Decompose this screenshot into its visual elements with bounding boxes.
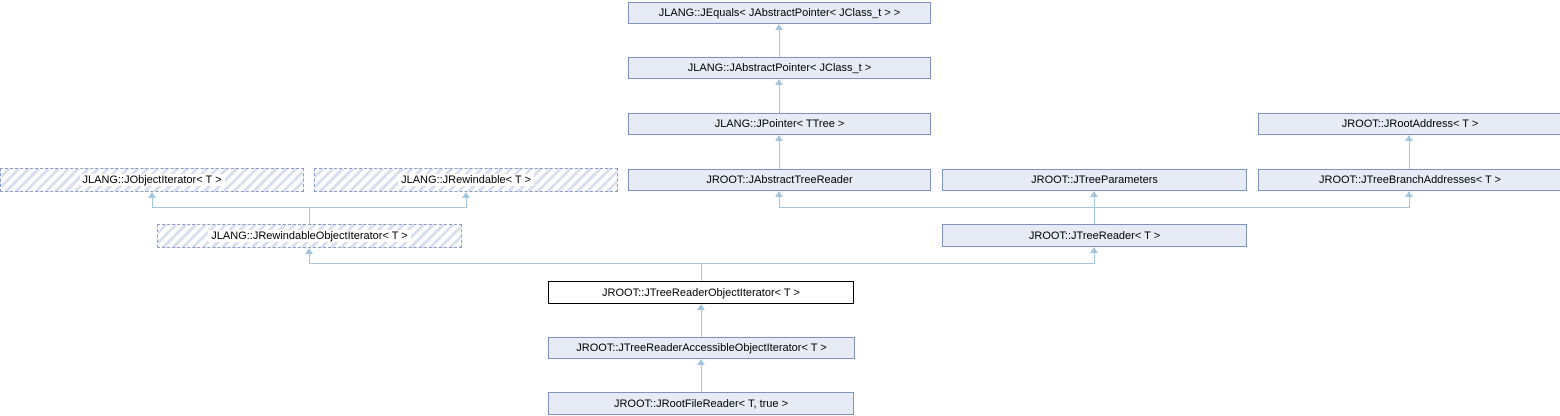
node-label: JLANG::JRewindableObjectIterator< T > <box>208 230 411 242</box>
inheritance-arrowhead <box>462 192 470 198</box>
inheritance-edge <box>779 196 780 207</box>
node-jlang-jpointer[interactable]: JLANG::JPointer< TTree > <box>628 113 931 135</box>
node-jlang-jrewindable[interactable]: JLANG::JRewindable< T > <box>314 168 618 192</box>
inheritance-arrowhead <box>148 192 156 198</box>
node-label: JROOT::JTreeParameters <box>1031 174 1158 186</box>
inheritance-edge <box>152 197 153 207</box>
inheritance-arrowhead <box>1090 191 1098 197</box>
inheritance-arrowhead <box>775 191 783 197</box>
inheritance-arrowhead <box>1405 191 1413 197</box>
node-label: JROOT::JRootAddress< T > <box>1341 118 1479 130</box>
node-label: JROOT::JRootFileReader< T, true > <box>613 397 789 410</box>
node-label: JROOT::JTreeReaderObjectIterator< T > <box>602 286 800 299</box>
inheritance-edge <box>779 29 780 57</box>
node-jroot-jtreereaderaccessibleobjectiterator[interactable]: JROOT::JTreeReaderAccessibleObjectIterat… <box>548 337 855 359</box>
node-jroot-jrootfilereader[interactable]: JROOT::JRootFileReader< T, true > <box>548 392 854 415</box>
inheritance-edge <box>1094 252 1095 263</box>
node-jroot-jtreebranchaddresses[interactable]: JROOT::JTreeBranchAddresses< T > <box>1258 169 1560 191</box>
inheritance-edge <box>779 84 780 113</box>
node-label: JROOT::JAbstractTreeReader <box>706 174 853 186</box>
node-jroot-jtreeparameters[interactable]: JROOT::JTreeParameters <box>942 169 1247 191</box>
inheritance-arrowhead <box>697 359 705 365</box>
node-jroot-jtreereaderobjectiterator: JROOT::JTreeReaderObjectIterator< T > <box>548 281 854 304</box>
inheritance-edge-bus <box>309 263 1095 264</box>
node-label: JROOT::JTreeReader< T > <box>1028 229 1161 242</box>
inheritance-arrowhead <box>1405 135 1413 141</box>
node-label: JLANG::JObjectIterator< T > <box>79 174 225 186</box>
inheritance-edge <box>701 309 702 337</box>
node-label: JLANG::JPointer< TTree > <box>714 118 845 130</box>
inheritance-edge <box>1094 196 1095 207</box>
node-label: JLANG::JRewindable< T > <box>398 174 534 186</box>
node-jlang-jequals[interactable]: JLANG::JEquals< JAbstractPointer< JClass… <box>628 2 931 24</box>
inheritance-arrowhead <box>1090 247 1098 253</box>
inheritance-arrowhead <box>775 79 783 85</box>
node-jlang-jobjectiterator[interactable]: JLANG::JObjectIterator< T > <box>0 168 304 192</box>
inheritance-edge <box>1409 196 1410 207</box>
node-label: JLANG::JAbstractPointer< JClass_t > <box>687 62 872 74</box>
inheritance-arrowhead <box>775 24 783 30</box>
inheritance-arrowhead <box>775 135 783 141</box>
node-jroot-jrootaddress[interactable]: JROOT::JRootAddress< T > <box>1258 113 1560 135</box>
inheritance-edge <box>309 253 310 263</box>
node-jlang-jabstractpointer[interactable]: JLANG::JAbstractPointer< JClass_t > <box>628 57 931 79</box>
inheritance-edge <box>779 140 780 169</box>
inheritance-edge <box>309 207 310 224</box>
node-jroot-jtreereader[interactable]: JROOT::JTreeReader< T > <box>942 224 1247 247</box>
inheritance-edge <box>1094 207 1095 224</box>
inheritance-edge <box>701 364 702 392</box>
inheritance-arrowhead <box>305 248 313 254</box>
inheritance-edge <box>701 263 702 281</box>
node-jroot-jabstracttreereader[interactable]: JROOT::JAbstractTreeReader <box>628 169 931 191</box>
inheritance-edge <box>466 197 467 207</box>
node-label: JLANG::JEquals< JAbstractPointer< JClass… <box>658 7 901 19</box>
node-jlang-jrewindableobjectiterator[interactable]: JLANG::JRewindableObjectIterator< T > <box>157 224 462 248</box>
node-label: JROOT::JTreeBranchAddresses< T > <box>1319 174 1501 186</box>
inheritance-arrowhead <box>697 304 705 310</box>
inheritance-edge <box>1409 140 1410 169</box>
node-label: JROOT::JTreeReaderAccessibleObjectIterat… <box>576 342 827 354</box>
